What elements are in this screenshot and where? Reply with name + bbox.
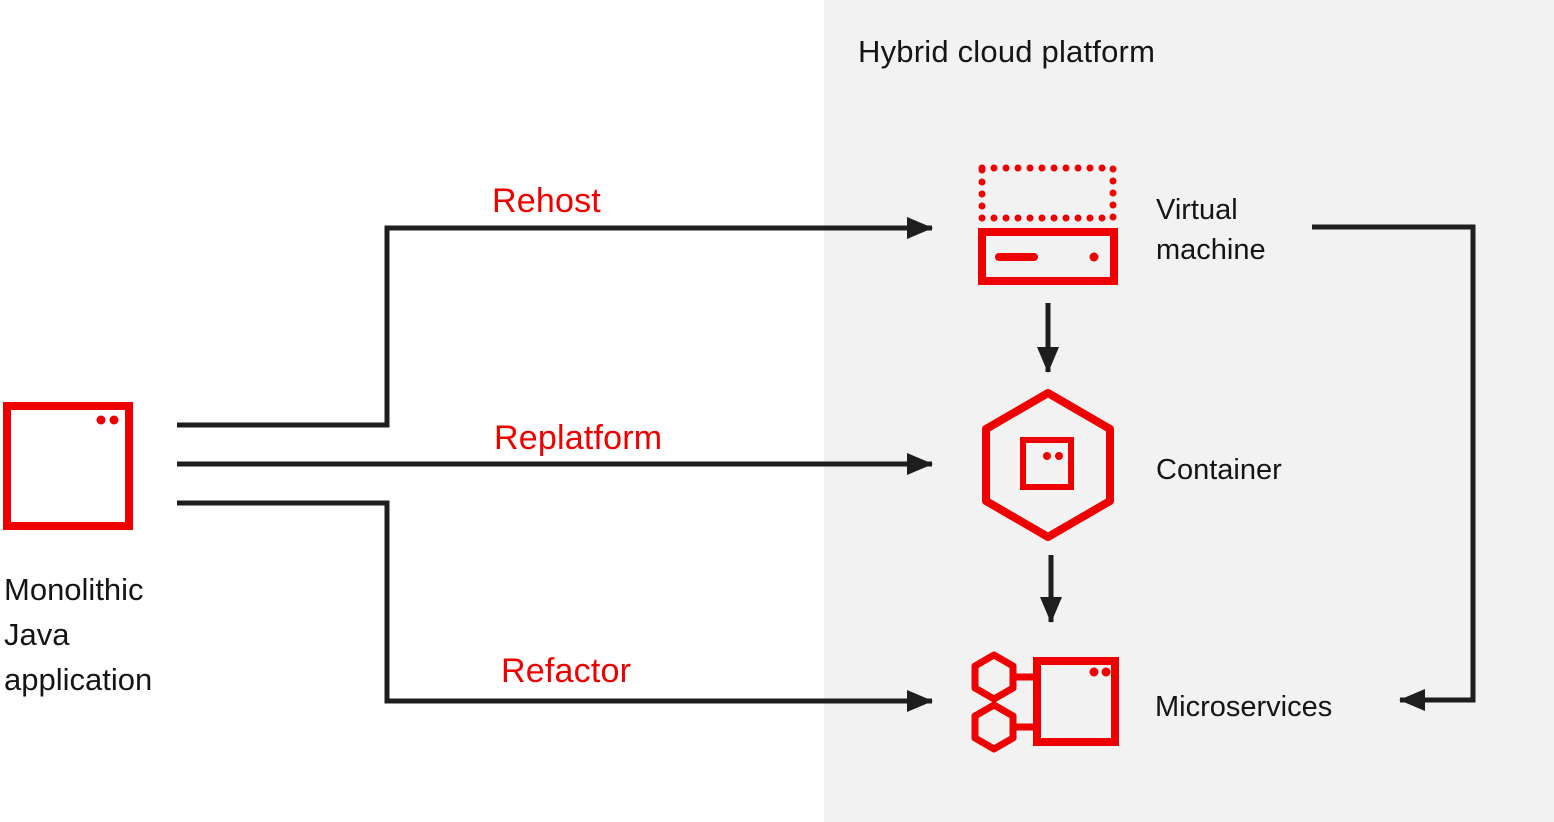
- virtual-machine-label: Virtual machine: [1156, 194, 1266, 266]
- hybrid-cloud-panel: [824, 0, 1554, 822]
- microservices-label: Microservices: [1155, 691, 1333, 723]
- replatform-label: Replatform: [494, 419, 663, 457]
- panel-title: Hybrid cloud platform: [858, 34, 1156, 69]
- microservices-icon: [971, 651, 1119, 753]
- container-icon: [982, 389, 1114, 541]
- virtual-machine-icon: [978, 164, 1118, 285]
- rehost-arrow: [177, 217, 933, 428]
- refactor-arrow: [177, 500, 933, 712]
- refactor-label: Refactor: [501, 652, 632, 690]
- monolith-app-icon: [3, 402, 133, 530]
- vm-to-microservices-return-arrow: [1312, 224, 1476, 711]
- rehost-label: Rehost: [492, 182, 601, 220]
- container-label: Container: [1156, 454, 1282, 486]
- monolith-app-label: Monolithic Java application: [4, 572, 153, 697]
